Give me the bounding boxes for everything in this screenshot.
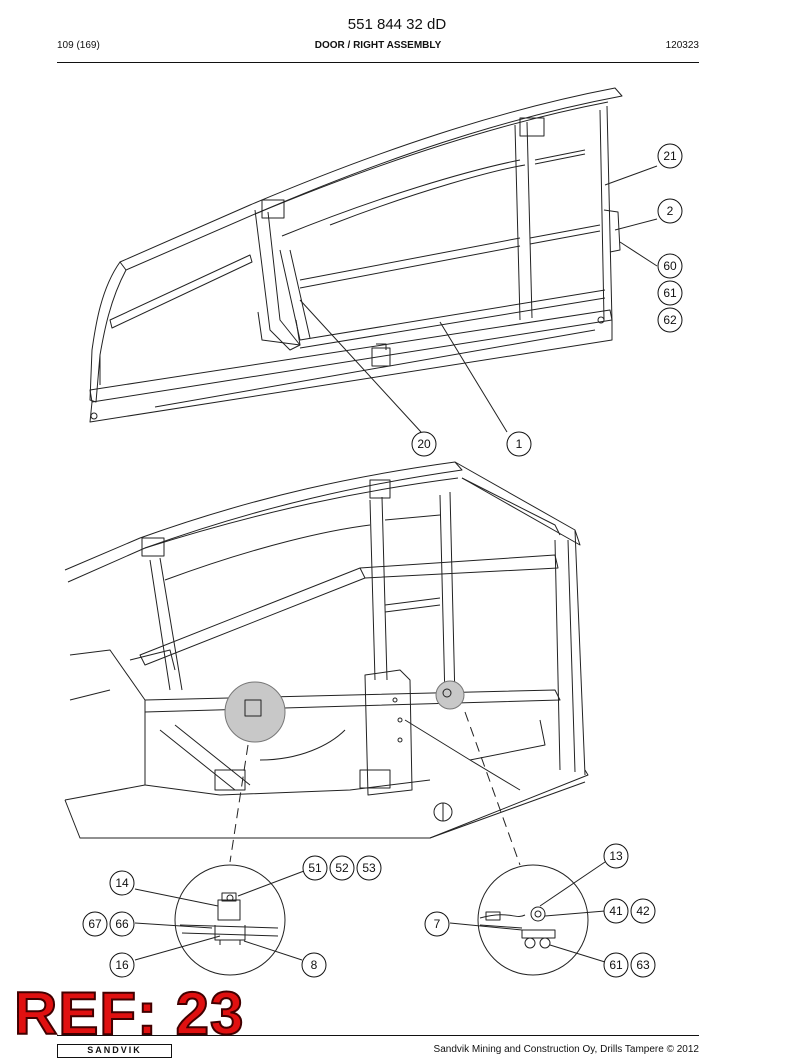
svg-text:53: 53 <box>362 861 376 875</box>
svg-text:14: 14 <box>115 876 129 890</box>
callout-20: 20 <box>411 431 437 457</box>
svg-text:66: 66 <box>115 917 129 931</box>
callout-13: 13 <box>603 843 629 869</box>
callout-2: 2 <box>657 198 683 224</box>
svg-text:1: 1 <box>516 437 523 451</box>
callouts-top: 21 2 60 61 62 20 1 <box>411 143 683 457</box>
svg-text:42: 42 <box>636 904 650 918</box>
door-assembly-drawing <box>89 87 658 433</box>
svg-text:52: 52 <box>335 861 349 875</box>
svg-text:51: 51 <box>308 861 322 875</box>
page-title: DOOR / RIGHT ASSEMBLY <box>314 40 442 51</box>
callout-42: 42 <box>630 898 656 924</box>
svg-text:7: 7 <box>434 917 441 931</box>
detail-view-right <box>449 861 606 976</box>
svg-text:21: 21 <box>663 149 677 163</box>
callout-62: 62 <box>657 307 683 333</box>
svg-text:2: 2 <box>667 204 674 218</box>
footer-rule <box>57 1035 699 1036</box>
svg-text:61: 61 <box>609 958 623 972</box>
callout-52: 52 <box>329 855 355 881</box>
svg-text:8: 8 <box>311 958 318 972</box>
header-rule <box>57 62 699 63</box>
callout-66: 66 <box>109 911 135 937</box>
svg-text:16: 16 <box>115 958 129 972</box>
callout-8: 8 <box>301 952 327 978</box>
footer-copyright: Sandvik Mining and Construction Oy, Dril… <box>433 1044 699 1055</box>
svg-text:67: 67 <box>88 917 102 931</box>
callout-61: 61 <box>657 280 683 306</box>
callout-63: 63 <box>630 952 656 978</box>
svg-text:62: 62 <box>663 313 677 327</box>
document-code: 551 844 32 dD <box>347 16 447 33</box>
callout-60: 60 <box>657 253 683 279</box>
callout-16: 16 <box>109 952 135 978</box>
callout-53: 53 <box>356 855 382 881</box>
svg-text:13: 13 <box>609 849 623 863</box>
callout-67: 67 <box>82 911 108 937</box>
document-date: 120323 <box>665 40 699 51</box>
cab-assembly-drawing <box>64 461 589 866</box>
callout-61b: 61 <box>603 952 629 978</box>
callout-14: 14 <box>109 870 135 896</box>
callouts-bottom: 13 51 52 53 14 67 66 7 41 42 16 8 61 63 <box>82 843 656 978</box>
callout-41: 41 <box>603 898 629 924</box>
svg-text:20: 20 <box>417 437 431 451</box>
svg-text:60: 60 <box>663 259 677 273</box>
ref-mark: REF: 23 <box>13 980 245 1047</box>
svg-text:63: 63 <box>636 958 650 972</box>
detail-view-left <box>134 864 305 976</box>
callout-1: 1 <box>506 431 532 457</box>
callout-51: 51 <box>302 855 328 881</box>
page-number: 109 (169) <box>57 40 100 51</box>
callout-7: 7 <box>424 911 450 937</box>
svg-text:61: 61 <box>663 286 677 300</box>
svg-text:41: 41 <box>609 904 623 918</box>
callout-21: 21 <box>657 143 683 169</box>
